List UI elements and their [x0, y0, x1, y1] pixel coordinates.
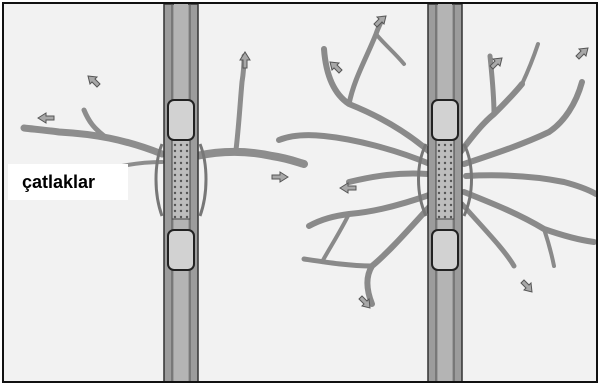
right-perforation-zone — [436, 139, 454, 219]
fractures-label: çatlaklar — [8, 164, 128, 200]
diagram-frame: çatlaklar — [2, 2, 598, 383]
left-wellbore — [156, 4, 206, 383]
left-upper-packer — [168, 100, 194, 140]
right-upper-packer — [432, 100, 458, 140]
left-perforation-zone — [172, 139, 190, 219]
left-lower-packer — [168, 230, 194, 270]
right-lower-packer — [432, 230, 458, 270]
